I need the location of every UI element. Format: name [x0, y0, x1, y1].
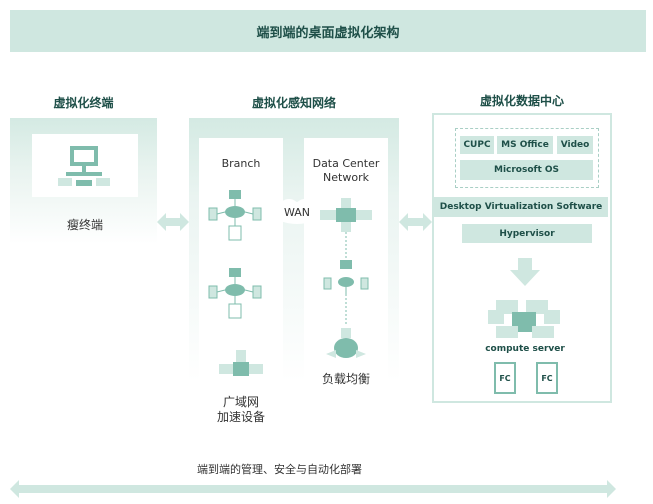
fc-label: FC	[541, 373, 553, 383]
branch-label: Branch	[221, 157, 261, 170]
double-arrow-icon	[399, 213, 432, 231]
footer-caption: 端到端的管理、安全与自动化部署	[197, 463, 362, 476]
wan-accelerator-icon	[219, 350, 263, 376]
down-arrow-icon	[510, 258, 540, 286]
thin-client-box	[32, 134, 138, 197]
branch-panel	[199, 138, 283, 388]
load-balancer-label: 负载均衡	[321, 372, 370, 386]
branch-network-icons	[208, 190, 262, 319]
dvs-chip: Desktop Virtualization Software	[434, 197, 608, 217]
wan-label: WAN	[283, 206, 311, 219]
fc-label: FC	[499, 373, 511, 383]
thin-client-icon	[58, 146, 110, 186]
column-title-terminal: 虚拟化终端	[53, 96, 114, 110]
branch-cluster-icon	[208, 190, 262, 241]
dc-network-label-2: Network	[323, 171, 369, 184]
compute-server-icon	[488, 300, 560, 338]
dc-network-icons	[320, 198, 372, 358]
vm-stack-group	[455, 128, 599, 188]
diagram-title-banner: 端到端的桌面虚拟化架构	[10, 10, 646, 52]
column-title-datacenter: 虚拟化数据中心	[479, 94, 564, 108]
fc-storage-icon: FC	[494, 362, 516, 394]
column-title-network: 虚拟化感知网络	[251, 96, 336, 110]
wan-cloud-icon	[273, 199, 321, 224]
app-chip-cupc: CUPC	[460, 136, 494, 154]
load-balancer-icon	[326, 328, 366, 358]
dc-switch-icon	[320, 198, 372, 232]
app-chip-ms-office: MS Office	[497, 136, 553, 154]
wan-accelerator-label-1: 广域网	[222, 395, 259, 409]
footer-double-arrow-icon	[10, 480, 616, 498]
diagram-title: 端到端的桌面虚拟化架构	[256, 25, 400, 41]
compute-server-label: compute server	[485, 344, 565, 354]
dc-cluster-icon	[323, 260, 369, 296]
double-arrow-icon	[157, 213, 189, 231]
hypervisor-chip: Hypervisor	[462, 224, 592, 243]
branch-cluster-icon	[208, 268, 262, 319]
dc-network-label-1: Data Center	[312, 157, 380, 170]
app-chip-video: Video	[557, 136, 593, 154]
thin-client-label: 瘦终端	[66, 218, 103, 232]
fc-storage-icon: FC	[536, 362, 558, 394]
os-chip: Microsoft OS	[460, 160, 593, 180]
wan-accelerator-label-2: 加速设备	[216, 410, 265, 424]
